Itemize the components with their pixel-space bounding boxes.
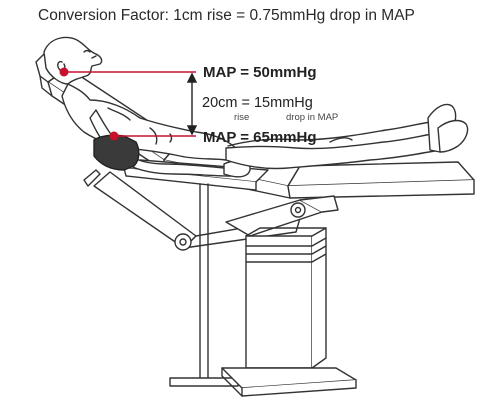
table-pivot-knob — [290, 202, 306, 218]
head-map-label: MAP = 50mmHg — [203, 64, 317, 81]
table-pivot-knob — [174, 233, 192, 251]
height-difference-label: 20cm = 15mmHg — [202, 95, 313, 111]
cuff-level-dot — [109, 131, 119, 141]
conversion-factor-title: Conversion Factor: 1cm rise = 0.75mmHg d… — [38, 7, 415, 24]
measurement-lines — [59, 67, 196, 141]
patient-head — [43, 36, 103, 85]
arm-board-stand — [199, 183, 209, 379]
height-arrow — [186, 72, 198, 136]
arm-board-base — [169, 377, 239, 387]
rise-label: rise — [234, 112, 250, 123]
column-bellows — [245, 237, 327, 263]
operating-table — [35, 39, 475, 397]
head-level-dot — [59, 67, 69, 77]
blood-pressure-cuff — [93, 134, 140, 171]
cuff-map-label: MAP = 65mmHg — [203, 129, 317, 146]
drop-label: drop in MAP — [286, 112, 339, 123]
table-column — [245, 235, 313, 369]
